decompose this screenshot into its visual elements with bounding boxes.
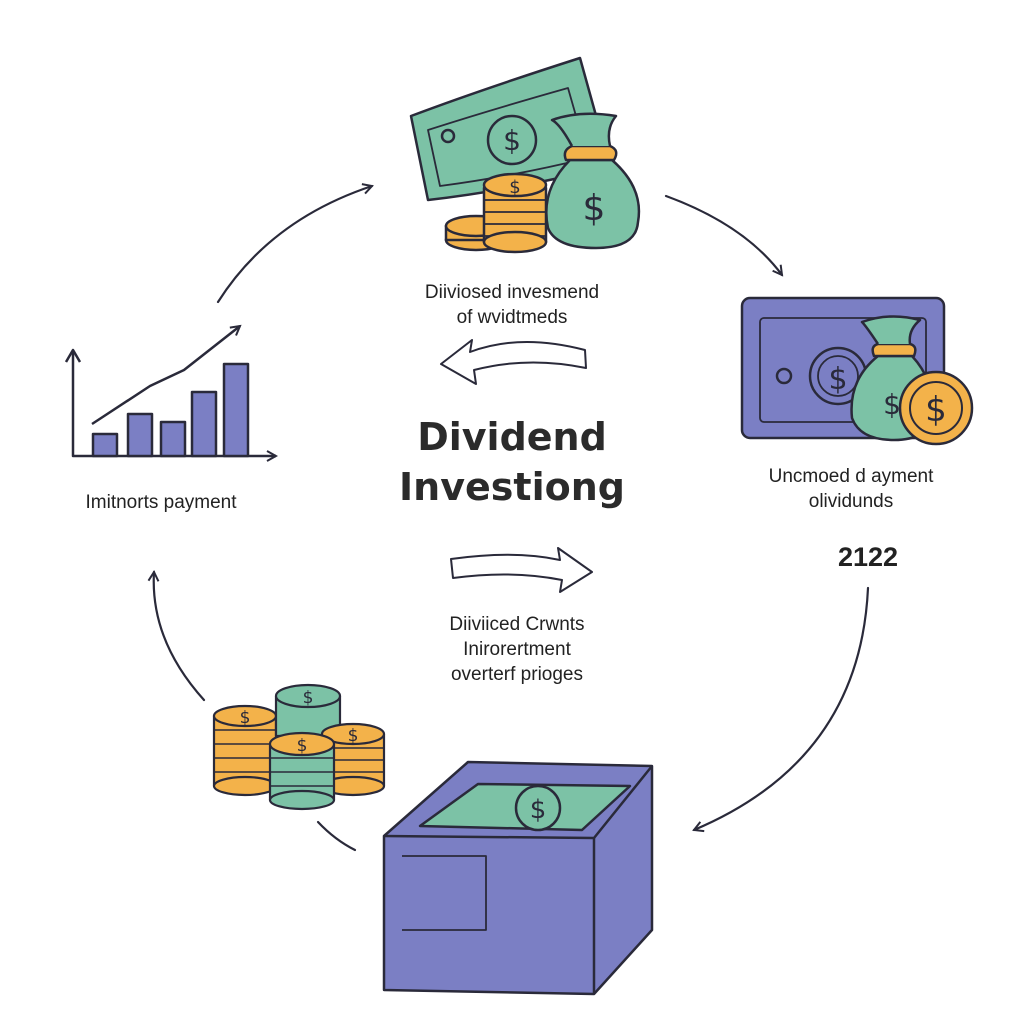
left-label-line-1: Imitnorts payment [85,492,237,513]
arrow-bottom-left-to-left [154,572,206,702]
center-left-arrow [440,339,587,385]
banknote-icon: $ [409,56,612,202]
svg-text:$: $ [883,388,901,421]
svg-text:$: $ [503,124,521,157]
bottom-left-icon-group: $ $ $ $ [212,683,386,811]
trend-arrow-icon [91,326,240,426]
connector-bottom-left [316,820,357,852]
right-label-line-1: Uncmoed d ayment [768,466,934,487]
right-label: Uncmoed d ayment olividunds [744,464,958,514]
left-label: Imitnorts payment [56,490,266,515]
arrow-left-to-top [216,186,372,304]
cycle-arrows [154,186,870,852]
svg-text:$: $ [303,688,314,708]
money-bag-icon: $ [545,112,641,250]
svg-text:$: $ [297,736,308,756]
svg-text:$: $ [583,188,606,229]
top-label: Diiviosed invesmend of wvidtmeds [400,280,624,330]
center-label-line-3: overterf prioges [450,664,583,685]
title-line-1: Dividend [417,415,607,459]
arrow-right-to-bottom [694,586,870,830]
diagram-title: Dividend Investiong [362,412,662,512]
center-label: Diiviiced Crwnts Inirorertment overterf … [412,612,622,687]
year-label: 2122 [838,542,899,572]
right-label-line-2: olividunds [808,491,894,512]
bottom-icon-group: $ [382,760,654,996]
top-label-line-2: of wvidtmeds [456,307,568,328]
top-label-line-1: Diiviosed invesmend [424,282,600,303]
center-label-line-1: Diiviiced Crwnts [449,614,585,635]
right-icon-group: $ $ $ [740,296,974,446]
coin-stack-icon: $ $ $ $ [212,683,386,811]
cash-tray-icon: $ [382,760,654,996]
bar-chart-icon [64,348,276,456]
svg-text:$: $ [925,390,947,430]
svg-text:$: $ [240,708,251,728]
svg-text:$: $ [530,795,547,825]
center-label-line-2: Inirorertment [463,639,571,660]
left-icon-group [64,326,276,456]
title-line-2: Investiong [399,465,625,509]
coin-icon: $ [898,370,974,446]
svg-text:$: $ [509,177,520,198]
center-right-arrow [450,547,593,593]
svg-text:$: $ [348,726,359,746]
coin-stack-icon: $ [444,172,548,254]
top-icon-group: $ $ $ [409,56,641,254]
svg-text:$: $ [828,362,847,397]
arrow-top-to-right [664,194,782,275]
